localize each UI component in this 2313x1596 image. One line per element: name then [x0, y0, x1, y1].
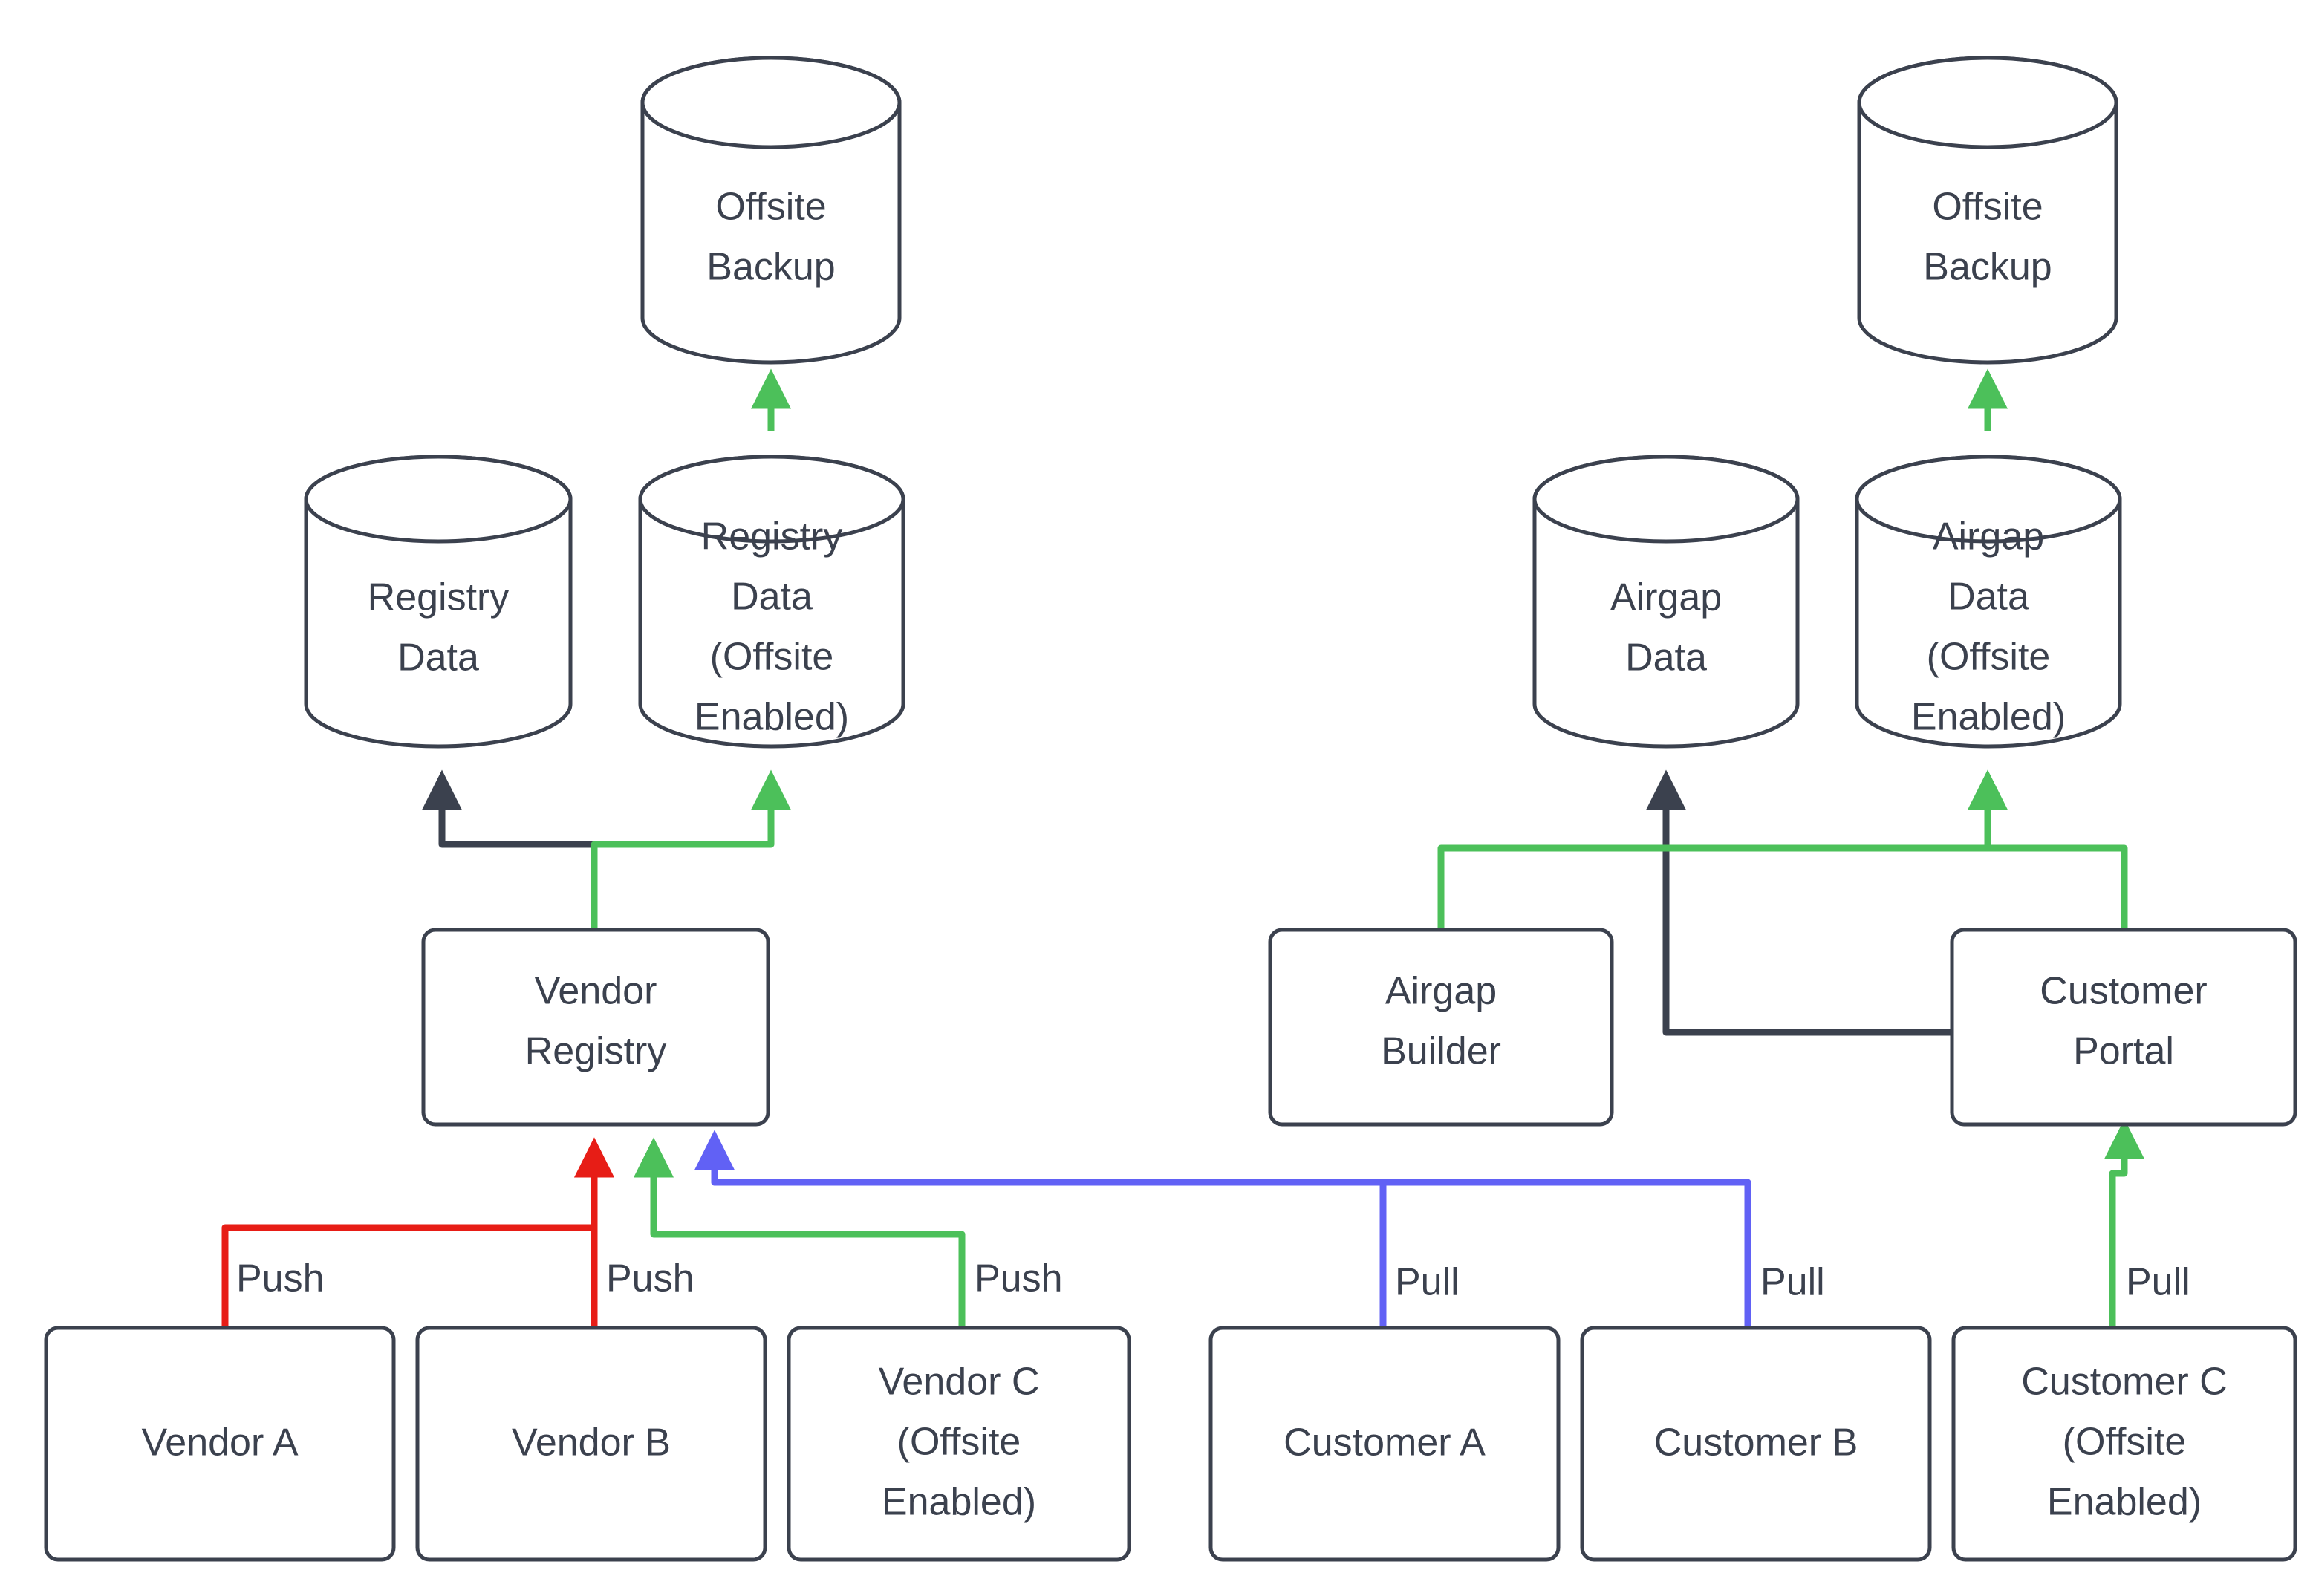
- customer-c-box: [1951, 1326, 2297, 1562]
- customer-a-label: Customer A: [1284, 1421, 1486, 1465]
- airgap-data-offsite-top: [1855, 455, 2122, 544]
- edge-customer-b-to-registry: [694, 1130, 1751, 1329]
- offsite-backup-right-label-2: Backup: [1923, 246, 2052, 289]
- customer-c-label-2: (Offsite: [2063, 1421, 2187, 1464]
- vendor-c-label-3: Enabled): [882, 1481, 1036, 1524]
- airgap-data-label-2: Data: [1625, 636, 1707, 680]
- customer-portal-box: [1950, 928, 2297, 1127]
- airgap-builder-label-1: Airgap: [1385, 970, 1497, 1013]
- registry-data-label-1: Registry: [368, 576, 510, 619]
- registry-data-offsite-label-1: Registry: [701, 515, 843, 558]
- offsite-backup-right-label-1: Offsite: [1932, 186, 2043, 229]
- customer-portal-label-1: Customer: [2040, 970, 2207, 1013]
- edge-label-customer-a-pull: Pull: [1395, 1261, 1460, 1304]
- customer-c-label-3: Enabled): [2047, 1481, 2202, 1524]
- edge-vendor-a-to-registry: [221, 1137, 614, 1329]
- registry-data-offsite-top: [638, 455, 905, 544]
- vendor-registry-label-2: Registry: [525, 1030, 667, 1073]
- node-vendor-registry[interactable]: Vendor Registry: [421, 928, 770, 1127]
- vendor-registry-box: [421, 928, 770, 1127]
- airgap-data-label-1: Airgap: [1610, 576, 1722, 619]
- registry-data-label-2: Data: [397, 636, 479, 680]
- node-offsite-backup-right[interactable]: Offsite Backup: [1857, 56, 2118, 365]
- edge-label-vendor-a-push: Push: [236, 1257, 325, 1300]
- edge-label-vendor-b-push: Push: [606, 1257, 694, 1300]
- airgap-data-offsite-label-1: Airgap: [1933, 515, 2044, 558]
- registry-data-offsite-label-2: Data: [731, 576, 813, 619]
- vendor-c-label-1: Vendor C: [879, 1361, 1040, 1404]
- node-registry-data[interactable]: Registry Data: [304, 455, 573, 749]
- edge-vendor-registry-to-registry-offsite: [591, 769, 791, 928]
- vendor-a-label: Vendor A: [141, 1421, 298, 1465]
- airgap-data-top: [1532, 455, 1800, 544]
- offsite-backup-right-top: [1857, 56, 2118, 149]
- edge-vendor-registry-to-registry-data: [422, 769, 594, 848]
- edge-customer-portal-to-airgap-offsite: [1968, 769, 2128, 930]
- offsite-backup-left-label-1: Offsite: [715, 186, 826, 229]
- vendor-a-box: [44, 1326, 396, 1562]
- node-customer-b[interactable]: Customer B: [1580, 1326, 1932, 1562]
- registry-data-top: [304, 455, 573, 544]
- customer-b-box: [1580, 1326, 1932, 1562]
- node-vendor-c[interactable]: Vendor C (Offsite Enabled): [787, 1326, 1131, 1562]
- airgap-builder-box: [1268, 928, 1614, 1127]
- airgap-data-offsite-label-4: Enabled): [1911, 696, 2066, 739]
- node-registry-data-offsite[interactable]: Registry Data (Offsite Enabled): [638, 455, 905, 749]
- vendor-c-label-2: (Offsite: [897, 1421, 1021, 1464]
- node-vendor-b[interactable]: Vendor B: [415, 1326, 767, 1562]
- customer-portal-label-2: Portal: [2073, 1030, 2174, 1073]
- customer-a-box: [1208, 1326, 1561, 1562]
- node-airgap-builder[interactable]: Airgap Builder: [1268, 928, 1614, 1127]
- vendor-b-box: [415, 1326, 767, 1562]
- edge-vendor-c-to-registry: [634, 1137, 966, 1329]
- node-airgap-data[interactable]: Airgap Data: [1532, 455, 1800, 749]
- node-customer-a[interactable]: Customer A: [1208, 1326, 1561, 1562]
- vendor-c-box: [787, 1326, 1131, 1562]
- offsite-backup-left-label-2: Backup: [706, 246, 835, 289]
- node-airgap-data-offsite[interactable]: Airgap Data (Offsite Enabled): [1855, 455, 2122, 749]
- offsite-backup-left-top: [640, 56, 902, 149]
- airgap-builder-label-2: Builder: [1381, 1030, 1501, 1073]
- customer-b-label: Customer B: [1654, 1421, 1858, 1465]
- vendor-registry-label-1: Vendor: [535, 970, 657, 1013]
- airgap-data-offsite-label-2: Data: [1948, 576, 2029, 619]
- node-customer-portal[interactable]: Customer Portal: [1950, 928, 2297, 1127]
- edge-airgap-builder-to-airgap-offsite: [1437, 769, 2008, 930]
- registry-data-offsite-label-4: Enabled): [694, 696, 849, 739]
- node-offsite-backup-left[interactable]: Offsite Backup: [640, 56, 902, 365]
- edge-label-customer-b-pull: Pull: [1760, 1261, 1825, 1304]
- edge-label-vendor-c-push: Push: [975, 1257, 1063, 1300]
- node-vendor-a[interactable]: Vendor A: [44, 1326, 396, 1562]
- vendor-b-label: Vendor B: [512, 1421, 671, 1465]
- edge-label-customer-c-pull: Pull: [2126, 1261, 2190, 1304]
- airgap-data-offsite-label-3: (Offsite: [1927, 636, 2051, 679]
- edge-customer-portal-to-airgap-data: [1646, 769, 1953, 1036]
- node-customer-c[interactable]: Customer C (Offsite Enabled): [1951, 1326, 2297, 1562]
- registry-data-offsite-label-3: (Offsite: [710, 636, 834, 679]
- customer-c-label-1: Customer C: [2021, 1361, 2227, 1404]
- edge-customer-c-to-customer-portal: [2104, 1118, 2144, 1329]
